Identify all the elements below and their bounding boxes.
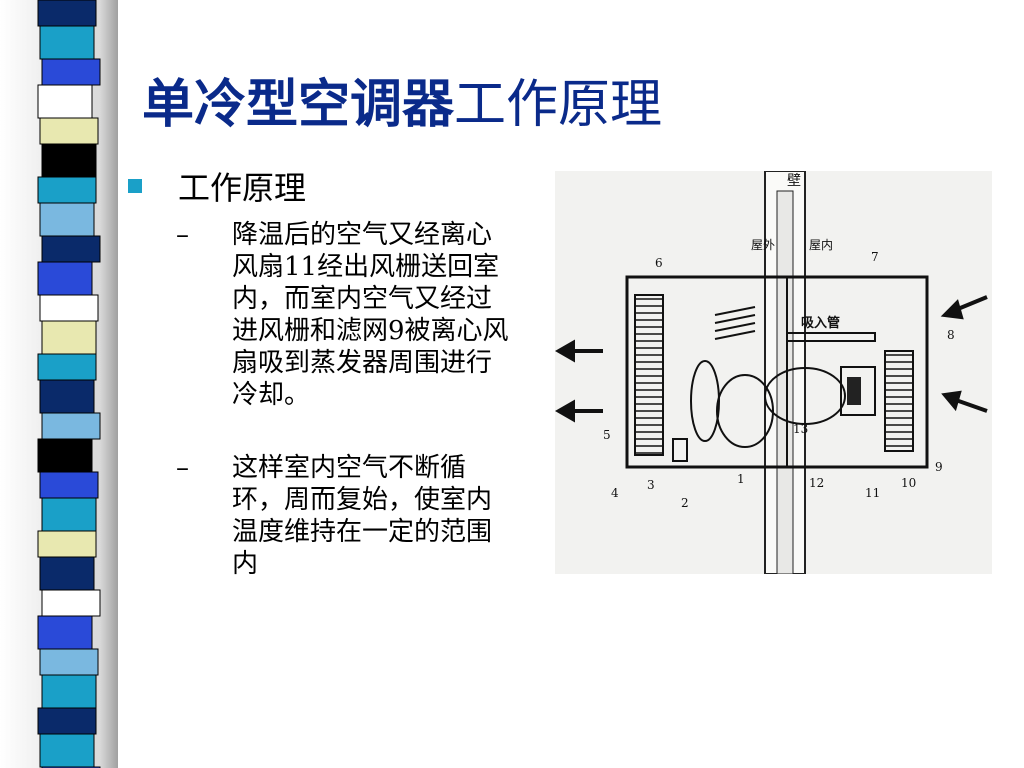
part-number-label: 9 <box>935 460 943 474</box>
strip-segment <box>37 353 97 381</box>
strip-segment <box>39 294 99 322</box>
strip-segment <box>39 25 95 60</box>
part-number-label: 8 <box>947 328 955 342</box>
strip-segment <box>37 615 93 650</box>
strip-segment <box>41 497 97 532</box>
sub-bullet-text: 这样室内空气不断循环，周而复始，使室内温度维持在一定的范围内 <box>232 453 493 579</box>
strip-segment <box>37 530 97 558</box>
strip-segment <box>39 733 95 768</box>
part-number-label: 10 <box>901 476 916 490</box>
condenser-coil <box>634 294 664 456</box>
decorative-color-strip <box>37 0 101 768</box>
strip-segment <box>37 0 97 27</box>
part-number-label: 12 <box>809 476 824 490</box>
strip-segment <box>41 412 101 440</box>
strip-segment <box>41 320 97 355</box>
strip-segment <box>41 589 101 617</box>
evaporator-coil <box>884 350 914 452</box>
part-number-label: 5 <box>603 428 611 442</box>
slide-title: 单冷型空调器工作原理 <box>142 62 662 137</box>
strip-segment <box>37 84 93 119</box>
strip-segment <box>39 556 95 591</box>
part-number-label: 1 <box>737 472 745 486</box>
bullet-item: 工作原理 <box>128 163 306 209</box>
dash-marker: – <box>176 453 189 483</box>
part-number-label: 3 <box>647 478 655 492</box>
square-bullet-icon <box>128 179 142 193</box>
sub-bullet-text: 降温后的空气又经离心风扇11经出风栅送回室内，而室内空气又经过进风栅和滤网9被离… <box>232 220 509 410</box>
slide-title-rest: 工作原理 <box>454 75 663 135</box>
part-number-label: 13 <box>793 422 808 436</box>
dash-marker: – <box>176 220 189 250</box>
outdoor-label: 屋外 <box>751 238 775 252</box>
part-number-label: 2 <box>681 496 689 510</box>
airflow-arrows <box>555 295 988 423</box>
part-number-label: 4 <box>611 486 619 500</box>
strip-segment <box>37 176 97 204</box>
strip-segment <box>41 674 97 709</box>
strip-segment <box>39 471 99 499</box>
strip-segment <box>39 379 95 414</box>
strip-segment <box>41 235 101 263</box>
strip-segment <box>41 58 101 86</box>
strip-segment <box>37 261 93 296</box>
sub-bullet-2: – 这样室内空气不断循环，周而复始，使室内温度维持在一定的范围内 <box>176 452 521 580</box>
strip-segment <box>39 117 99 145</box>
wall-label: 壁 <box>787 173 801 189</box>
part-number-label: 6 <box>655 256 663 270</box>
bullet-text: 工作原理 <box>178 169 307 207</box>
strip-segment <box>41 143 97 178</box>
indoor-label: 屋内 <box>809 238 833 252</box>
sub-bullet-1: – 降温后的空气又经离心风扇11经出风栅送回室内，而室内空气又经过进风栅和滤网9… <box>176 219 521 411</box>
part-number-label: 11 <box>865 486 880 500</box>
suction-pipe-label: 吸入管 <box>801 315 840 331</box>
part-number-label: 7 <box>871 250 879 264</box>
slide-title-bold: 单冷型空调器 <box>142 75 455 135</box>
strip-segment <box>37 707 97 735</box>
strip-segment <box>39 648 99 676</box>
strip-segment <box>37 438 93 473</box>
strip-segment <box>39 202 95 237</box>
